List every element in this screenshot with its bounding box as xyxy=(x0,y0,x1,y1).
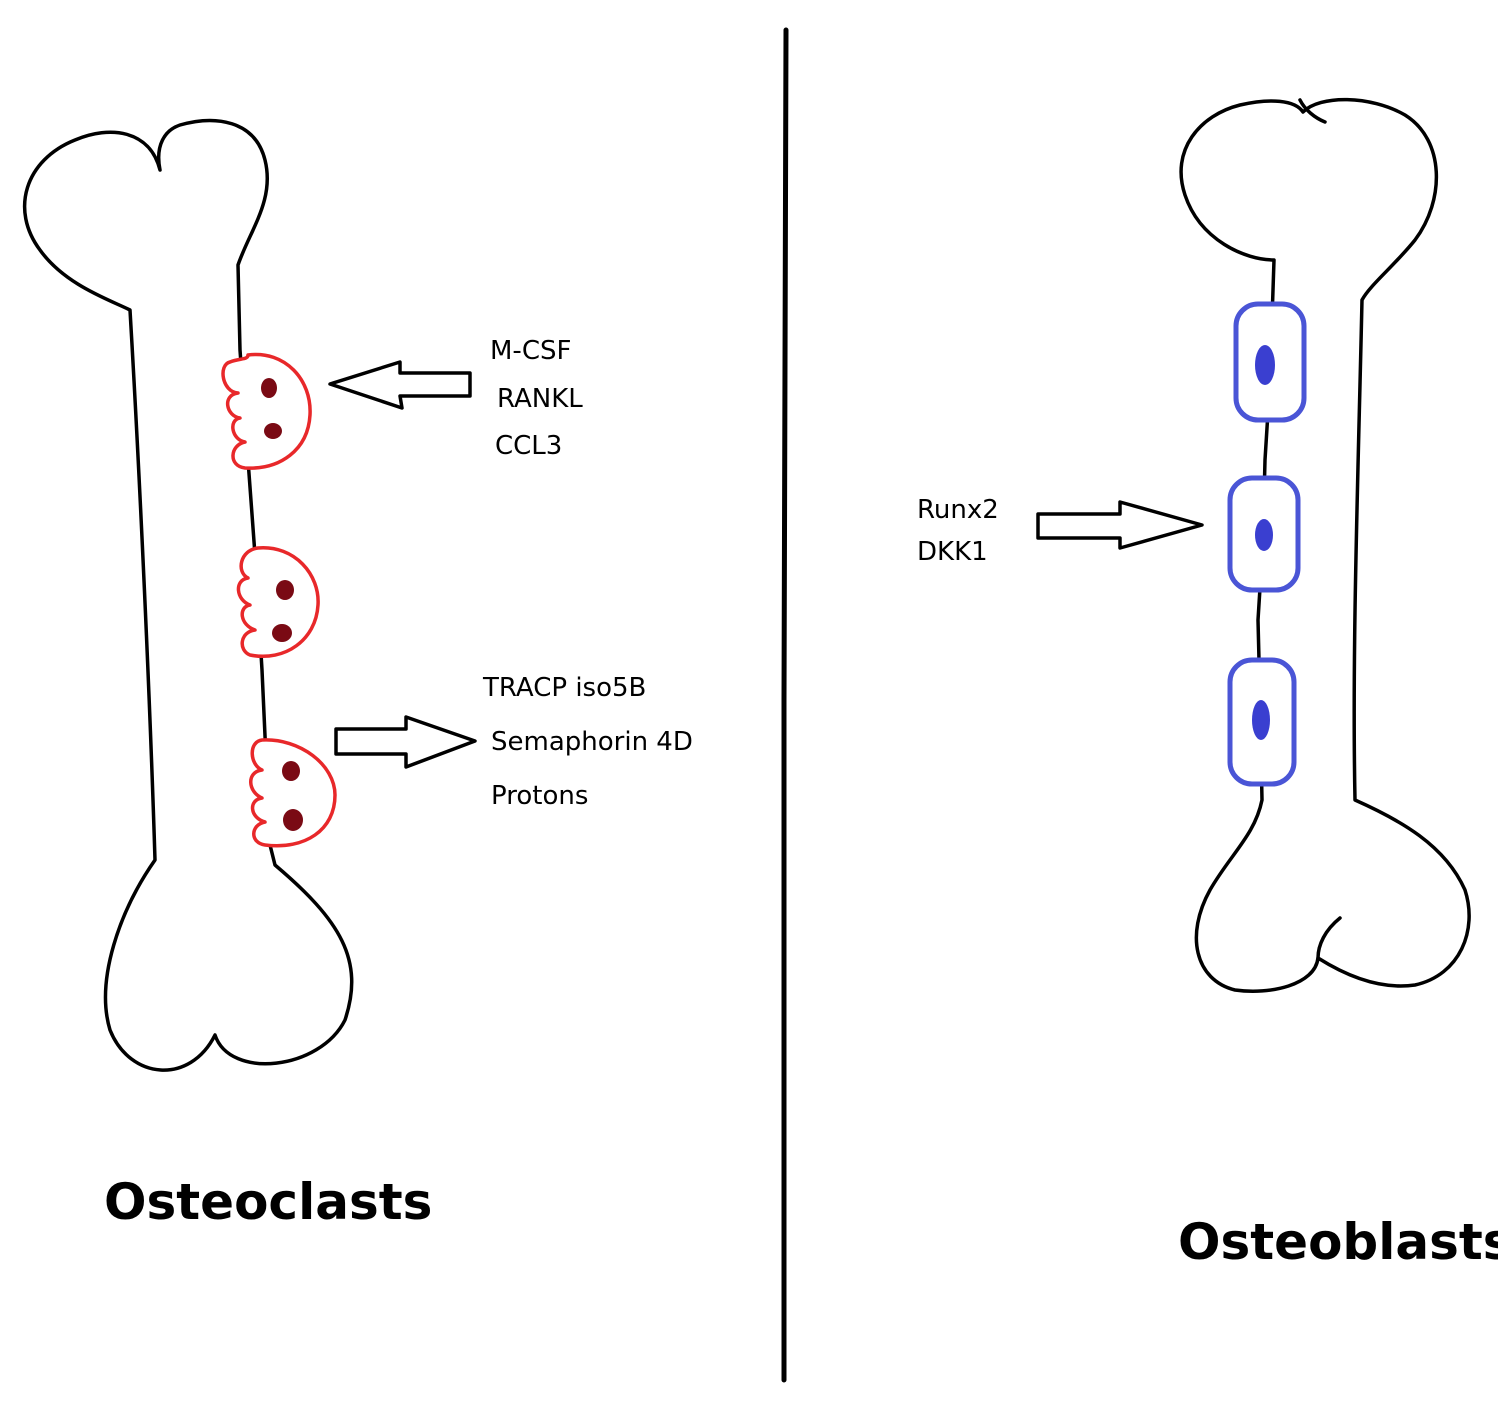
panel-divider xyxy=(781,27,789,1383)
osteoclast-cell-3 xyxy=(249,738,337,848)
left-bone-outline xyxy=(23,118,354,1072)
osteoclast-output-label-1: TRACP iso5B xyxy=(483,673,647,703)
osteoclast-2-nucleus-b xyxy=(272,624,292,642)
osteoclast-cell-1 xyxy=(221,352,312,470)
osteoclast-cell-2 xyxy=(236,546,320,658)
osteoclasts-title: Osteoclasts xyxy=(104,1173,433,1231)
right-bone-foot-notch xyxy=(1316,916,1342,960)
right-bone-head-notch xyxy=(1298,98,1327,124)
osteoclast-1-nucleus-a xyxy=(261,378,277,398)
input-arrow-osteoblast xyxy=(1036,500,1204,550)
osteoblast-1-nucleus xyxy=(1255,345,1275,385)
osteoclast-3-nucleus-a xyxy=(282,761,300,781)
osteoclast-2-nucleus-a xyxy=(276,580,294,600)
osteoclast-output-label-3: Protons xyxy=(491,781,589,811)
osteoclast-3-nucleus-b xyxy=(283,809,303,831)
osteoblast-2-nucleus xyxy=(1255,519,1273,551)
input-arrow-left xyxy=(328,360,472,410)
osteoblasts-title: Osteoblasts xyxy=(1178,1213,1498,1271)
osteoclast-output-label-2: Semaphorin 4D xyxy=(491,727,693,757)
osteoclast-input-label-2: RANKL xyxy=(497,384,583,414)
right-bone-outline xyxy=(1179,97,1471,993)
osteoclast-input-label-1: M-CSF xyxy=(490,336,572,366)
output-arrow-right xyxy=(334,715,477,769)
osteoblast-input-label-1: Runx2 xyxy=(917,495,999,525)
osteoblast-3-nucleus xyxy=(1252,700,1270,740)
osteoblast-input-label-2: DKK1 xyxy=(917,537,988,567)
osteoclast-input-label-3: CCL3 xyxy=(495,431,563,461)
osteoclast-1-nucleus-b xyxy=(264,423,282,439)
